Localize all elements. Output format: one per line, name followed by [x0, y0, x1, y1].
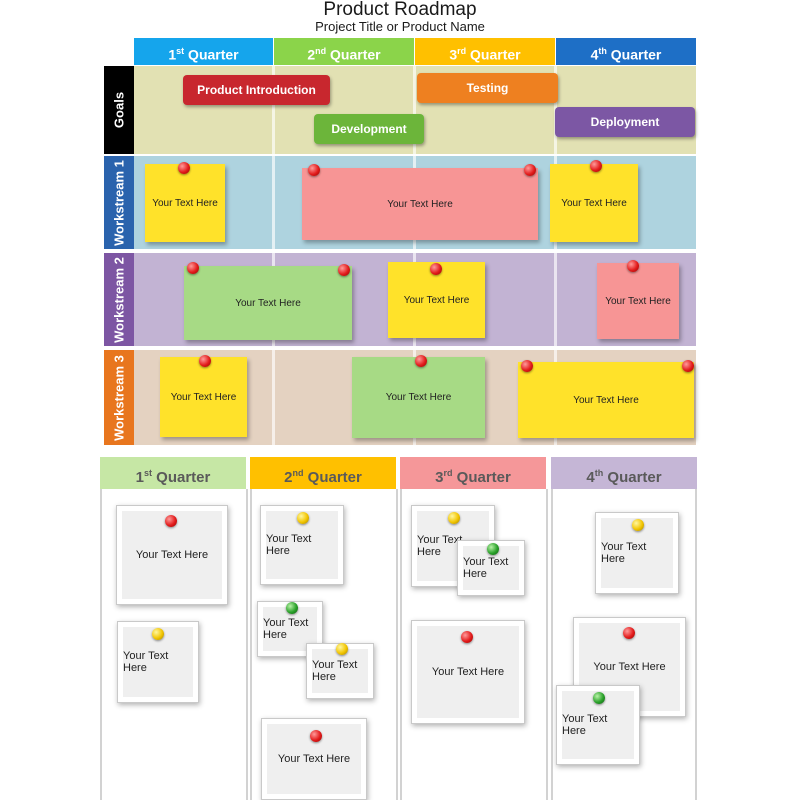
page-subtitle: Project Title or Product Name	[315, 19, 485, 34]
page-title: Product Roadmap	[323, 0, 477, 20]
board-column-4	[551, 489, 697, 800]
goal-product-introduction[interactable]: Product Introduction	[183, 75, 330, 105]
pushpin-icon	[430, 263, 442, 275]
quarter-header-4: 4th Quarter	[556, 38, 696, 65]
pushpin-icon	[590, 160, 602, 172]
pushpin-icon	[310, 730, 322, 742]
pushpin-icon	[297, 512, 309, 524]
goal-testing[interactable]: Testing	[417, 73, 558, 103]
note-card[interactable]: Your Text Here	[556, 685, 640, 765]
board-quarter-header-3: 3rd Quarter	[400, 457, 546, 489]
board-column-3	[400, 489, 548, 800]
pushpin-icon	[336, 643, 348, 655]
quarter-divider	[272, 66, 275, 445]
board-quarter-header-4: 4th Quarter	[551, 457, 697, 489]
pushpin-icon	[593, 692, 605, 704]
sticky-note[interactable]: Your Text Here	[302, 168, 538, 240]
goal-deployment[interactable]: Deployment	[555, 107, 695, 137]
sticky-note[interactable]: Your Text Here	[550, 164, 638, 242]
quarter-divider	[554, 66, 557, 445]
board-column-1	[100, 489, 248, 800]
pushpin-icon	[627, 260, 639, 272]
pushpin-icon	[623, 627, 635, 639]
quarter-divider	[413, 66, 416, 445]
pushpin-icon	[187, 262, 199, 274]
row-label-goals: Goals	[104, 66, 134, 154]
pushpin-icon	[682, 360, 694, 372]
quarter-header-1: 1st Quarter	[134, 38, 273, 65]
row-label-workstream-1: Workstream 1	[104, 156, 134, 249]
row-label-workstream-2: Workstream 2	[104, 253, 134, 346]
board-column-2	[250, 489, 398, 800]
sticky-note[interactable]: Your Text Here	[597, 263, 679, 339]
pushpin-icon	[286, 602, 298, 614]
pushpin-icon	[178, 162, 190, 174]
sticky-note[interactable]: Your Text Here	[518, 362, 694, 438]
pushpin-icon	[632, 519, 644, 531]
sticky-note[interactable]: Your Text Here	[160, 357, 247, 437]
pushpin-icon	[461, 631, 473, 643]
board-quarter-header-2: 2nd Quarter	[250, 457, 396, 489]
quarter-header-2: 2nd Quarter	[274, 38, 414, 65]
pushpin-icon	[152, 628, 164, 640]
pushpin-icon	[521, 360, 533, 372]
pushpin-icon	[487, 543, 499, 555]
pushpin-icon	[308, 164, 320, 176]
quarter-header-3: 3rd Quarter	[415, 38, 555, 65]
sticky-note[interactable]: Your Text Here	[145, 164, 225, 242]
pushpin-icon	[338, 264, 350, 276]
goal-development[interactable]: Development	[314, 114, 424, 144]
note-card[interactable]: Your Text Here	[306, 643, 374, 699]
pushpin-icon	[199, 355, 211, 367]
sticky-note[interactable]: Your Text Here	[184, 266, 352, 340]
sticky-note[interactable]: Your Text Here	[352, 357, 485, 438]
pushpin-icon	[415, 355, 427, 367]
board-quarter-header-1: 1st Quarter	[100, 457, 246, 489]
row-label-workstream-3: Workstream 3	[104, 350, 134, 445]
pushpin-icon	[448, 512, 460, 524]
pushpin-icon	[165, 515, 177, 527]
pushpin-icon	[524, 164, 536, 176]
